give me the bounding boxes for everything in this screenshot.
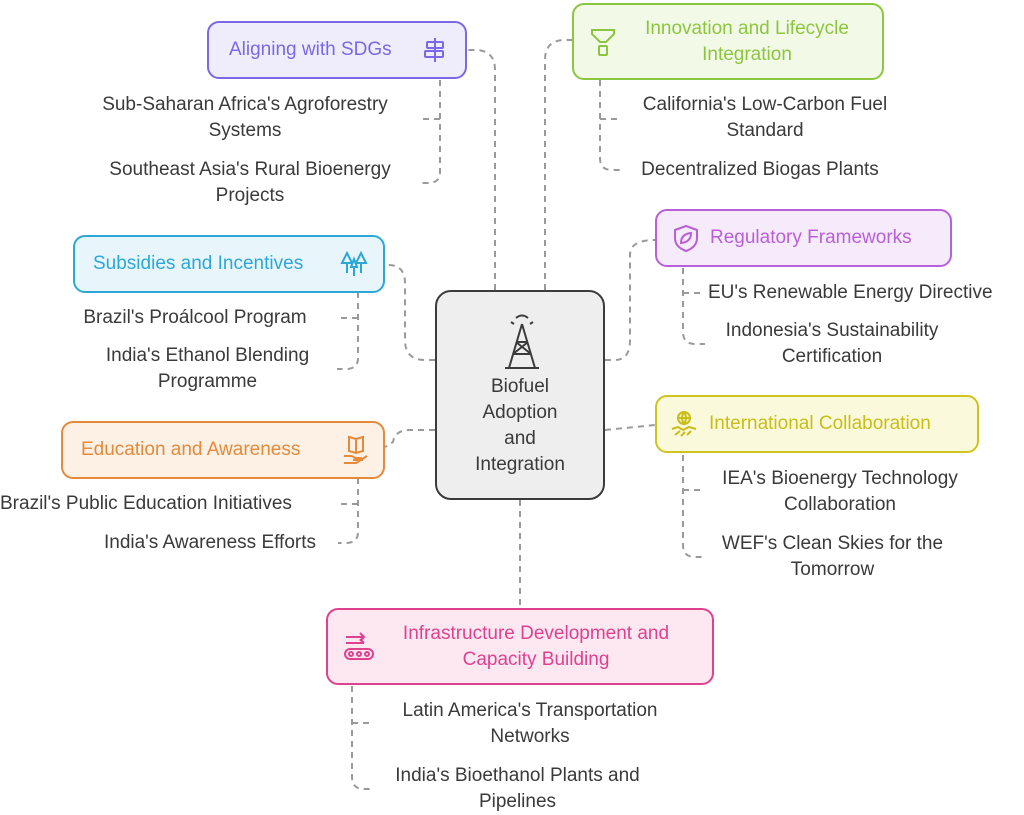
central-topic-line: Adoption [482, 402, 558, 423]
branch-title-line: Innovation and Lifecycle [645, 17, 849, 39]
branch-sdgs: Aligning with SDGs [207, 21, 467, 79]
leaf-item: Decentralized Biogas Plants [641, 159, 879, 180]
branch-international: International Collaboration [655, 395, 979, 453]
funnel-icon [591, 28, 615, 56]
central-topic-line: and [504, 428, 536, 449]
branch-title-line: Infrastructure Development and [402, 622, 670, 644]
handshake-globe-icon [671, 411, 697, 437]
branch-title: Regulatory Frameworks [710, 227, 912, 248]
central-topic-line: Biofuel [490, 376, 550, 397]
central-topic-line: Integration [475, 454, 565, 475]
leaf-item: Brazil's Proálcool Program [83, 307, 307, 328]
signpost-icon [424, 38, 444, 62]
leaf-item: EU's Renewable Energy Directive [708, 282, 993, 303]
branch-subsidies: Subsidies and Incentives [73, 235, 385, 293]
leaf-item: Brazil's Public Education Initiatives [0, 493, 292, 514]
branch-regulatory: Regulatory Frameworks [655, 209, 952, 267]
branch-infrastructure: Infrastructure Development and Capacity … [326, 608, 714, 685]
oil-derrick-icon [505, 314, 539, 369]
branch-title: Subsidies and Incentives [93, 253, 304, 274]
trees-icon [340, 250, 368, 276]
book-hand-icon [344, 435, 368, 464]
branch-title-line: Integration [702, 43, 792, 65]
branch-title: Aligning with SDGs [229, 39, 392, 60]
central-topic-node: Biofuel Adoption and Integration [435, 290, 605, 500]
branch-innovation: Innovation and Lifecycle Integration [572, 3, 884, 80]
leaf-item: India's Awareness Efforts [103, 532, 317, 553]
branch-education: Education and Awareness [61, 421, 385, 479]
branch-title-line: Capacity Building [462, 648, 610, 670]
conveyor-icon [344, 631, 374, 660]
branch-title: Education and Awareness [81, 439, 301, 460]
branch-title: International Collaboration [709, 413, 931, 434]
shield-leaf-icon [674, 224, 698, 253]
